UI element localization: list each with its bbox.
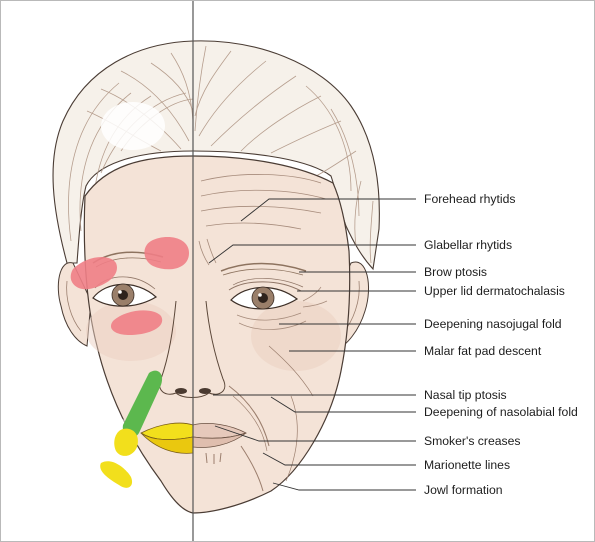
zone-glabella-red	[144, 237, 189, 269]
label-glabellar-rhytids: Glabellar rhytids	[424, 238, 512, 252]
zone-oral-commissure-yellow	[114, 429, 138, 456]
label-deepening-nasojugal-fold: Deepening nasojugal fold	[424, 317, 562, 331]
leader-jowl	[273, 483, 416, 490]
label-malar-fat-pad-descent: Malar fat pad descent	[424, 344, 541, 358]
label-smokers-creases: Smoker's creases	[424, 434, 520, 448]
label-deepening-nasolabial-fold: Deepening of nasolabial fold	[424, 405, 578, 419]
label-marionette-lines: Marionette lines	[424, 458, 510, 472]
label-forehead-rhytids: Forehead rhytids	[424, 192, 515, 206]
label-upper-lid-dermatochalasis: Upper lid dermatochalasis	[424, 284, 565, 298]
label-nasal-tip-ptosis: Nasal tip ptosis	[424, 388, 507, 402]
zone-marionette-yellow	[100, 461, 132, 488]
label-jowl-formation: Jowl formation	[424, 483, 503, 497]
label-brow-ptosis: Brow ptosis	[424, 265, 487, 279]
